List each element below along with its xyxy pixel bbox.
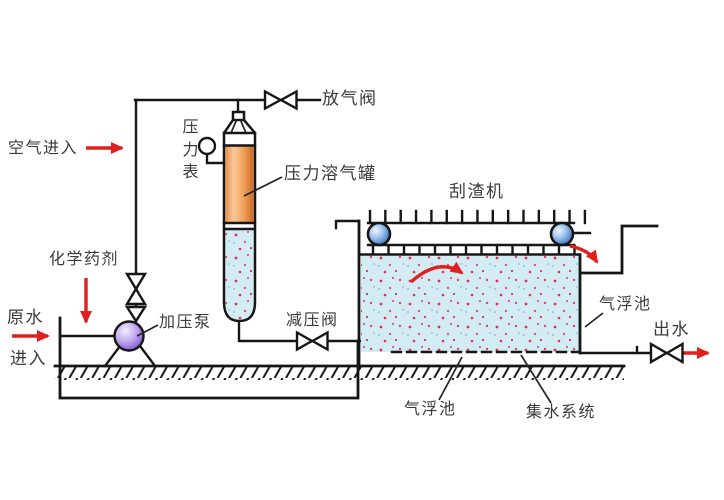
label-air-inlet: 空气进入 [8, 140, 79, 157]
pressure-relief-valve [295, 330, 329, 352]
scraper-pulley-right [549, 221, 575, 247]
underground-raw-water-pipe [58, 316, 360, 400]
label-flotation-tank-right: 气浮池 [599, 296, 652, 313]
pressure-pump [103, 272, 157, 368]
label-scum-scraper: 刮渣机 [449, 182, 505, 201]
outlet-valve [649, 341, 684, 365]
label-outlet-water: 出水 [653, 320, 690, 339]
label-raw-water: 原水 [7, 308, 44, 327]
gauge-dial-icon [197, 136, 217, 156]
pump-body-icon [113, 320, 145, 352]
pressure-saturator-tank [222, 110, 257, 323]
label-flotation-tank-bottom: 气浮池 [404, 401, 457, 418]
label-pressure-gauge: 压力表 [182, 119, 199, 182]
label-relief-valve: 减压阀 [286, 312, 339, 329]
label-saturator-tank: 压力溶气罐 [284, 164, 377, 183]
label-vent-valve: 放气阀 [322, 89, 378, 108]
scraper-flights [368, 209, 587, 256]
flow-arrows [12, 142, 710, 359]
circulation-arrow [409, 261, 464, 284]
label-chemical-agent: 化学药剂 [49, 251, 120, 268]
label-pressure-pump: 加压泵 [159, 314, 212, 331]
label-inlet: 进入 [10, 349, 47, 368]
label-collection-system: 集水系统 [526, 404, 597, 421]
flotation-water [361, 256, 580, 352]
flotation-tank [357, 219, 659, 368]
scum-trough [579, 224, 659, 275]
pressure-gauge [197, 136, 226, 165]
scraper-pulley-left [366, 221, 392, 247]
scum-scraper [334, 209, 592, 256]
leader-lines [136, 176, 604, 404]
saturator-air-section [225, 146, 254, 223]
saturator-outlet-pipe [237, 320, 299, 343]
scum-discharge-arrow [569, 244, 599, 264]
saturator-water-section [225, 229, 254, 320]
check-valve-icon [124, 272, 148, 292]
ground [53, 364, 626, 380]
vent-valve [263, 89, 298, 111]
